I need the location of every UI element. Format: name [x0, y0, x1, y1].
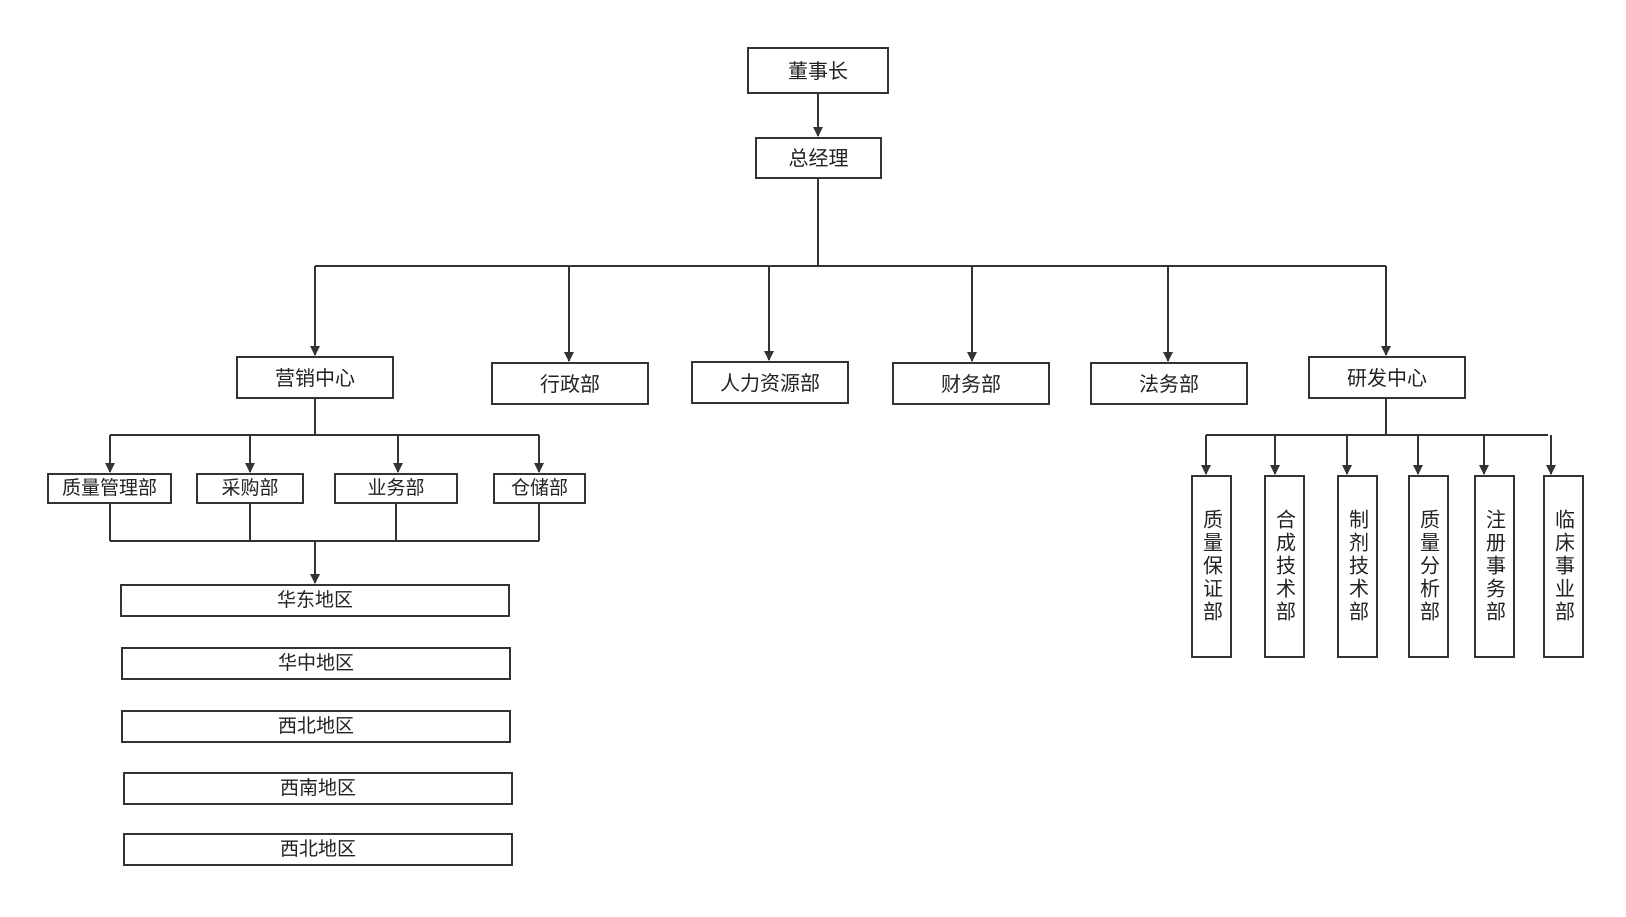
node-rnd-unit: 注册事务部	[1474, 475, 1515, 658]
node-chairman: 董事长	[747, 47, 889, 94]
node-region: 西南地区	[123, 772, 513, 805]
node-legal: 法务部	[1090, 362, 1248, 405]
node-human-resources: 人力资源部	[691, 361, 849, 404]
node-region: 华中地区	[121, 647, 511, 680]
node-general-manager: 总经理	[755, 137, 882, 179]
node-business: 业务部	[334, 473, 458, 504]
node-procurement: 采购部	[196, 473, 304, 504]
node-rnd-unit: 质量分析部	[1408, 475, 1449, 658]
node-finance: 财务部	[892, 362, 1050, 405]
node-rnd-unit: 质量保证部	[1191, 475, 1232, 658]
node-rnd-unit: 临床事业部	[1543, 475, 1584, 658]
node-quality-management: 质量管理部	[47, 473, 172, 504]
node-region: 华东地区	[120, 584, 510, 617]
node-rnd-unit: 制剂技术部	[1337, 475, 1378, 658]
node-rnd-center: 研发中心	[1308, 356, 1466, 399]
node-rnd-unit: 合成技术部	[1264, 475, 1305, 658]
node-administration: 行政部	[491, 362, 649, 405]
node-region: 西北地区	[121, 710, 511, 743]
node-marketing-center: 营销中心	[236, 356, 394, 399]
node-warehousing: 仓储部	[493, 473, 586, 504]
node-region: 西北地区	[123, 833, 513, 866]
